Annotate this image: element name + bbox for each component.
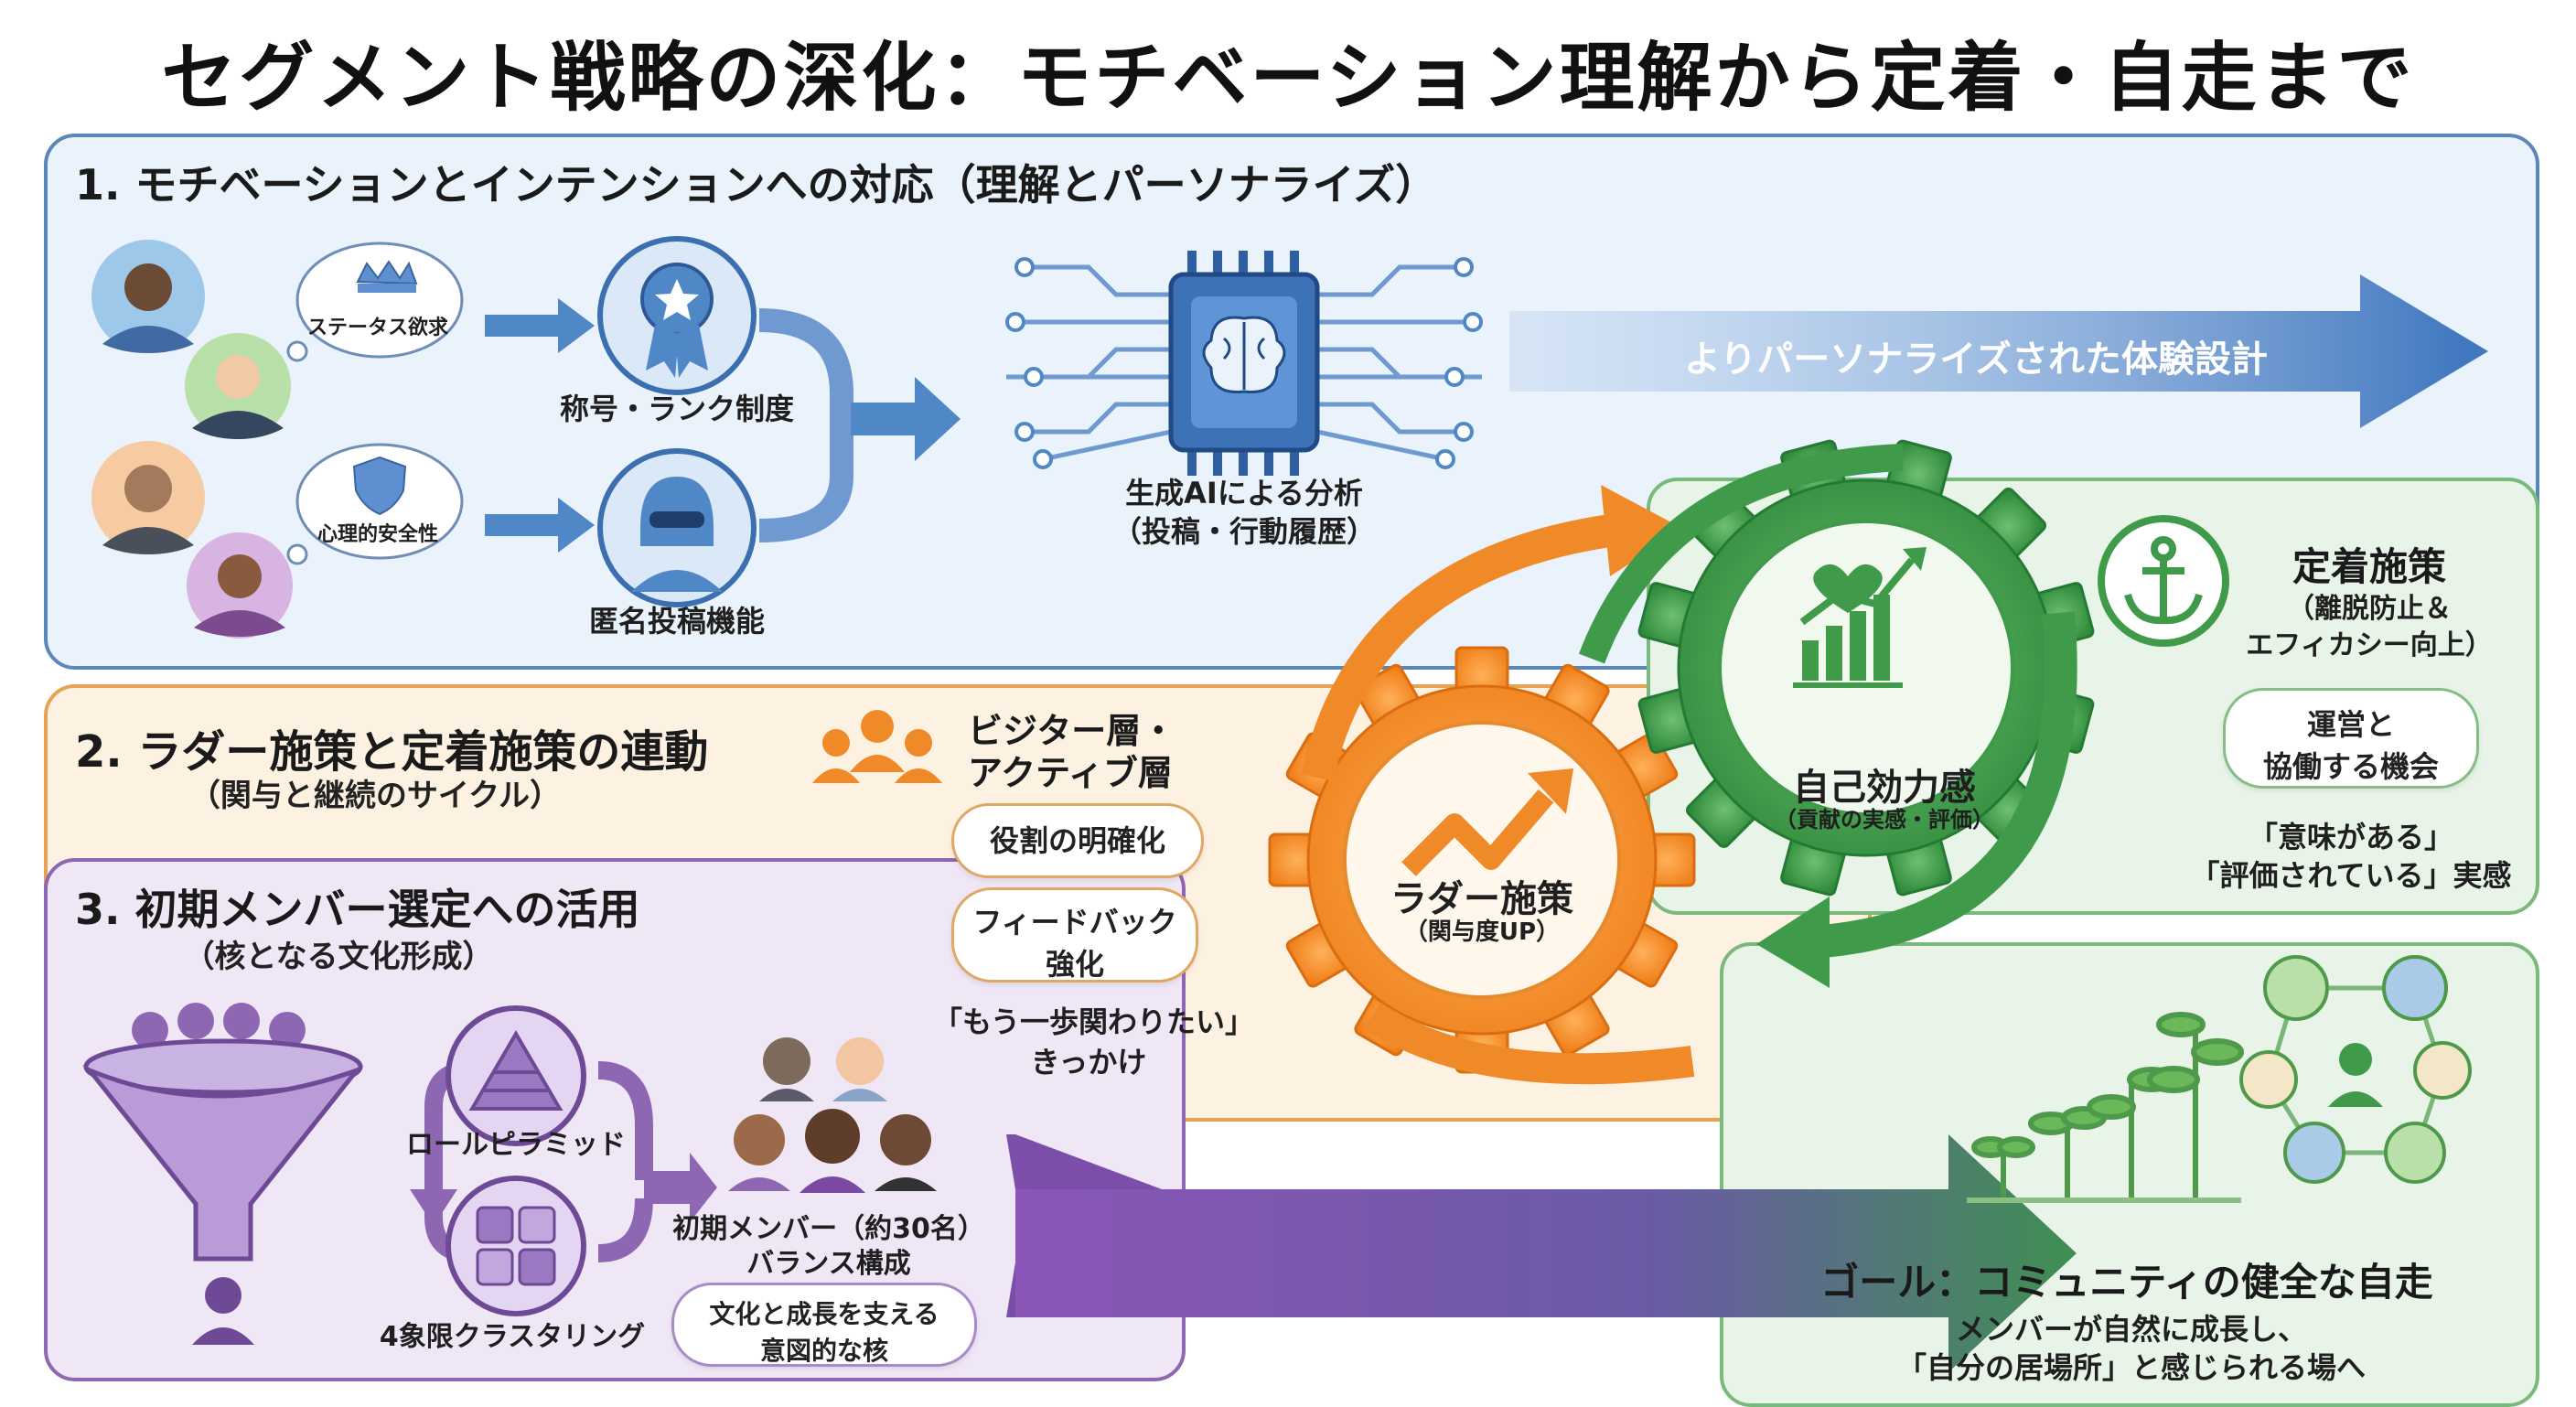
layer-label-1: ビジター層・ [968,711,1176,751]
pyramid-icon [445,1005,586,1146]
goal-title: ゴール：コミュニティの健全な自走 [1820,1260,2433,1305]
feedback-pill-line-2: 強化 [1045,947,1104,982]
community-network-icon [2239,955,2472,1184]
section-1-connectors [485,298,961,553]
meaning-line-1: 「意味がある」 [2248,820,2453,854]
avatar-2 [185,333,291,439]
avatar-3 [91,441,205,554]
anonymous-label: 匿名投稿機能 [588,604,765,639]
feedback-pill-line-1: フィードバック [972,905,1177,940]
member-avatar [832,1037,887,1101]
section-3-subheading: （核となる文化形成） [183,939,494,975]
heart-chart-icon [1793,547,1927,688]
initial-members-icon [728,1037,937,1193]
ai-chip-icon [1005,251,1483,476]
personalize-arrow [1509,274,2488,428]
goal-line-2: 「自分の居場所」と感じられる場へ [1896,1350,2366,1385]
people-group-icon [812,710,942,783]
safety-bubble-label: 心理的安全性 [317,523,438,546]
ladder-gear-label-1: ラダー施策 [1390,878,1573,920]
member-avatar [759,1037,814,1101]
section-1-heading: 1. モチベーションとインテンションへの対応（理解とパーソナライズ） [75,160,1438,209]
core-pill-line-2: 意図的な核 [759,1336,888,1366]
personalize-arrow-label: よりパーソナライズされた体験設計 [1684,338,2268,381]
gear-cycle [1268,439,2095,1085]
members-label-2: バランス構成 [746,1248,911,1280]
ladder-gear-label-2: （関与度UP） [1403,918,1561,946]
growth-arrow-icon [1401,789,1554,876]
sprouts-and-network-icon [1967,955,2472,1203]
rank-badge-icon [597,236,757,395]
retention-title: 定着施策 [2292,544,2446,589]
persona-avatars [91,240,293,639]
role-clarify-pill: 役割の明確化 [951,803,1204,878]
feedback-pill: フィードバック 強化 [951,887,1198,983]
sprouts-icon [1967,1012,2244,1203]
quadrant-label: 4象限クラスタリング [379,1321,646,1353]
ai-label-2: （投稿・行動履歴） [1111,514,1376,549]
efficacy-gear-label-1: 自己効力感 [1793,767,1976,809]
page-title: セグメント戦略の深化：モチベーション理解から定着・自走まで [161,35,2415,122]
quote-line-1: 「もう一歩関わりたい」 [933,1004,1255,1039]
layer-label-2: アクティブ層 [968,753,1173,793]
crown-icon [356,260,418,293]
ops-pill-line-2: 協働する機会 [2262,749,2439,784]
members-label-1: 初期メンバー（約30名） [672,1213,985,1245]
ops-pill-line-1: 運営と [2306,707,2395,742]
status-bubble-label: ステータス欲求 [306,317,448,339]
member-avatar [875,1114,937,1191]
quadrant-icon [445,1176,586,1316]
intentional-core-pill: 文化と成長を支える 意図的な核 [671,1283,977,1367]
ai-label-1: 生成AIによる分析 [1125,476,1363,510]
anchor-icon [2098,515,2229,647]
goal-line-1: メンバーが自然に成長し、 [1955,1312,2307,1347]
status-bubble [286,242,464,362]
pyramid-label: ロールピラミッド [406,1129,626,1161]
anonymous-icon [597,448,757,607]
shield-icon [352,456,407,516]
orange-gear [1268,646,1696,1074]
safety-bubble [286,443,464,565]
ops-collab-pill: 運営と 協働する機会 [2223,688,2479,789]
avatar-4 [187,532,293,639]
section-2-heading: 2. ラダー施策と定着施策の連動 [75,726,709,778]
member-avatar [800,1109,865,1193]
retention-sub-1: （離脱防止＆ [2287,593,2452,625]
rank-label: 称号・ランク制度 [559,392,794,426]
retention-sub-2: エフィカシー向上） [2246,629,2493,661]
meaning-line-2: 「評価されている」実感 [2190,858,2512,893]
core-pill-line-1: 文化と成長を支える [709,1299,939,1329]
funnel-icon [82,1003,364,1345]
efficacy-gear-label-2: （貢献の実感・評価） [1775,807,1994,832]
section-3-heading: 3. 初期メンバー選定への活用 [75,885,640,934]
member-avatar [728,1114,790,1191]
avatar-1 [91,240,205,353]
section-2-subheading: （関与と継続のサイクル） [188,778,562,814]
quote-line-2: きっかけ [1030,1045,1147,1079]
